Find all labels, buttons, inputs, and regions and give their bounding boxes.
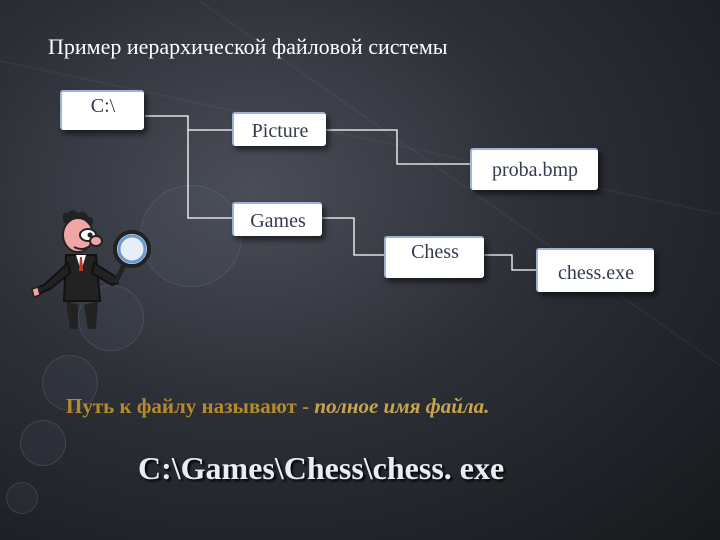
decor-circle (6, 482, 38, 514)
man-body-icon (31, 254, 120, 329)
path-note-dash: - (296, 394, 315, 418)
path-note-part1: Путь к файлу называют (66, 394, 297, 418)
path-definition-note: Путь к файлу называют - полное имя файла… (66, 394, 489, 419)
tree-node-picture: Picture (232, 112, 326, 146)
tree-node-root: C:\ (60, 90, 144, 130)
connector-root-games (145, 115, 232, 219)
page-title: Пример иерархической файловой системы (48, 34, 448, 59)
tree-node-games: Games (232, 202, 322, 236)
connector-picture-proba (326, 129, 470, 165)
connector-chess-chessexe (484, 254, 536, 271)
decor-circle (42, 355, 98, 411)
full-path-example: C:\Games\Chess\chess. exe (138, 450, 505, 486)
man-head-icon (62, 210, 103, 253)
decor-circle (20, 420, 66, 466)
tree-node-proba-bmp: proba.bmp (470, 148, 598, 190)
decor-circle (140, 185, 242, 287)
tree-node-chess: Chess (384, 236, 484, 278)
connector-games-chess (320, 217, 392, 256)
tree-node-chess-exe: chess.exe (536, 248, 654, 292)
magnifying-glass-icon (113, 230, 151, 284)
path-note-part2: полное имя файла. (314, 394, 490, 418)
detective-man-illustration (31, 210, 151, 329)
